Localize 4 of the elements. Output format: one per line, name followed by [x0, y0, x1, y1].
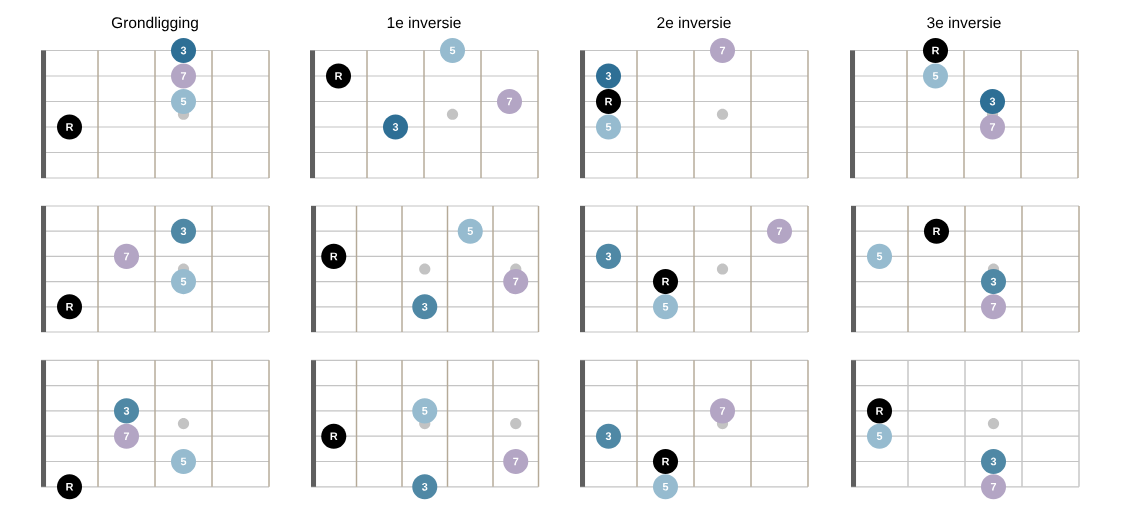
- column-heading: Grondligging: [111, 16, 198, 32]
- column-heading: 3e inversie: [927, 16, 1001, 29]
- column-heading: 1e inversie: [387, 16, 461, 29]
- column-heading: 2e inversie: [657, 16, 731, 29]
